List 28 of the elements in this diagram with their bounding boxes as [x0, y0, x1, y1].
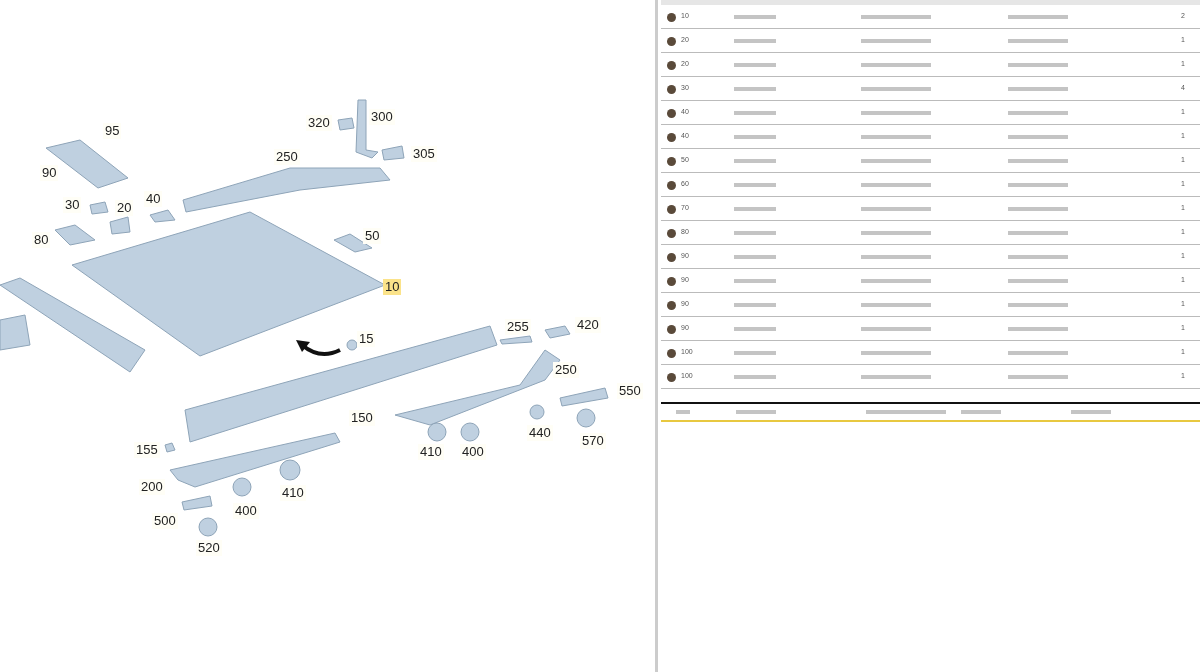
callout-number: 420: [575, 317, 601, 333]
callout-number: 80: [32, 232, 51, 248]
callout-number: 410: [418, 444, 444, 460]
callout-number: 10: [383, 279, 402, 295]
callout-number: 40: [144, 191, 163, 207]
callout-number: 250: [274, 149, 300, 165]
callout-number: 400: [460, 444, 486, 460]
callout-number: 50: [363, 228, 382, 244]
callout-number: 90: [40, 165, 59, 181]
callout-number: 300: [369, 109, 395, 125]
callout-number: 250: [553, 362, 579, 378]
callout-number: 150: [349, 410, 375, 426]
callout-number: 15: [357, 331, 376, 347]
callout-number: 305: [411, 146, 437, 162]
callout-number: 520: [196, 540, 222, 556]
callout-number: 500: [152, 513, 178, 529]
callout-number: 320: [306, 115, 332, 131]
callout-number: 400: [233, 503, 259, 519]
callout-number: 20: [115, 200, 134, 216]
callout-number: 155: [134, 442, 160, 458]
callout-number: 30: [63, 197, 82, 213]
callout-number: 410: [280, 485, 306, 501]
callout-number: 95: [103, 123, 122, 139]
callout-number: 550: [617, 383, 643, 399]
callout-number: 200: [139, 479, 165, 495]
callout-number: 570: [580, 433, 606, 449]
callout-number: 255: [505, 319, 531, 335]
callout-number: 440: [527, 425, 553, 441]
